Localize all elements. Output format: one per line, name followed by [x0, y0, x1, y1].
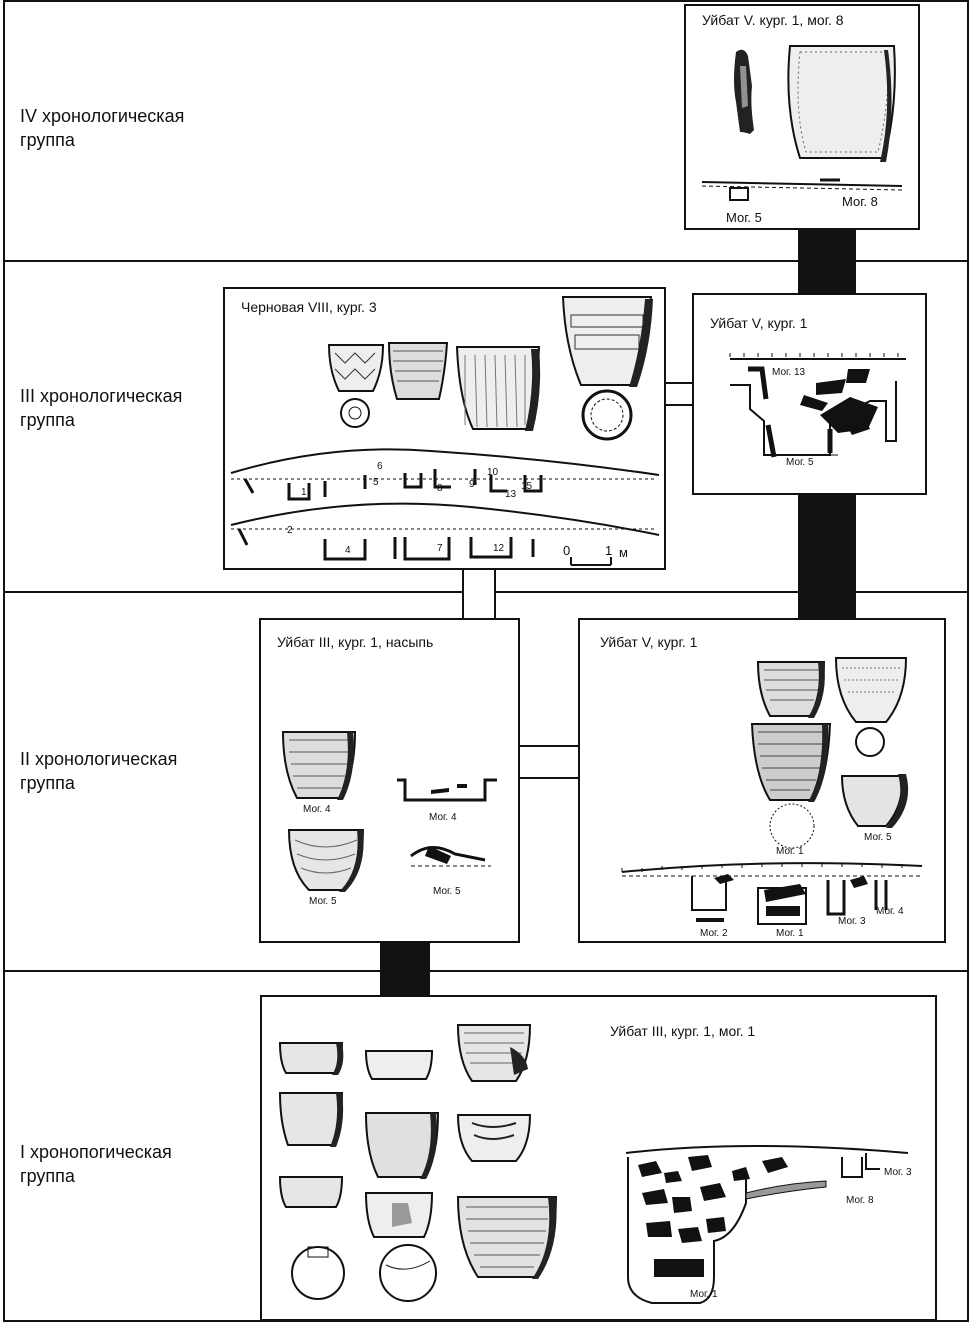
group-label-ii: II хронологическая группа: [20, 749, 178, 793]
grave-number-5: 5: [373, 477, 379, 488]
group-label-i: I хронопогическая группа: [20, 1142, 172, 1186]
caption-mog8: Мог. 8: [842, 194, 878, 209]
grave-number-13: 13: [505, 489, 517, 500]
panel-title: Уйбат V, кург. 1: [710, 315, 808, 331]
caption-mog4: Мог. 4: [876, 906, 904, 917]
panel-title: Уйбат III, кург. 1, насыпь: [277, 634, 434, 650]
caption-mog5-bowl: Мог. 5: [309, 896, 337, 907]
caption-mog5-section: Мог. 5: [433, 886, 461, 897]
caption-mog1-grave: Мог. 1: [776, 928, 804, 939]
panel-uybat5-k1-group-iii: Уйбат V, кург. 1 Мог. 13 Мог. 5: [692, 293, 927, 495]
panel-title: Черновая VIII, кург. 3: [241, 299, 377, 315]
connector-link-chernovaya-uybat5: [664, 382, 694, 406]
panel-uybat5-k1-group-ii: Уйбат V, кург. 1: [578, 618, 946, 943]
panel-title: Уйбат V. кург. 1, мог. 8: [702, 12, 844, 28]
panel-title: Уйбат V, кург. 1: [600, 634, 698, 650]
grave-number-4: 4: [345, 545, 351, 556]
panel-uybat3-k1-nasyp: Уйбат III, кург. 1, насыпь Мог. 4 Мог. 4…: [259, 618, 520, 943]
scale-one: 1: [605, 543, 613, 558]
caption-mog2: Мог. 2: [700, 928, 728, 939]
caption-mog3: Мог. 3: [884, 1167, 912, 1178]
caption-mog5: Мог. 5: [726, 210, 762, 225]
group-label-iii: III хронологическая группа: [20, 386, 183, 430]
caption-mog4-plan: Мог. 4: [429, 812, 457, 823]
panel-title: Уйбат III, кург. 1, мог. 1: [610, 1023, 756, 1039]
artifact-drawings: [701, 45, 903, 201]
artifact-drawings: [278, 1024, 909, 1304]
caption-mog5: Мог. 5: [786, 457, 814, 468]
grave-number-6: 6: [377, 461, 383, 472]
artifact-drawings: [729, 353, 906, 458]
grave-number-2: 2: [287, 525, 293, 536]
caption-mog4-vessel: Мог. 4: [303, 804, 331, 815]
caption-mog13: Мог. 13: [772, 367, 806, 378]
grave-number-10: 10: [487, 467, 499, 478]
connector-link-chernovaya-nasyp: [462, 568, 496, 620]
grave-number-7: 7: [437, 543, 443, 554]
grave-number-15: 15: [521, 481, 533, 492]
scale-zero: 0: [563, 543, 571, 558]
grave-number-8: 8: [437, 483, 443, 494]
grave-number-9: 9: [469, 479, 475, 490]
grave-number-12: 12: [493, 543, 505, 554]
panel-chernovaya-viii: Черновая VIII, кург. 3: [223, 287, 666, 570]
connector-bar-ii-i: [380, 942, 430, 996]
caption-mog5: Мог. 5: [864, 832, 892, 843]
panel-uybat5-k1-m8: Уйбат V. кург. 1, мог. 8 Мог. 5 Мог. 8: [684, 4, 920, 230]
connector-bar-iii-ii: [798, 494, 856, 620]
panel-uybat3-k1-m1: Уйбат III, кург. 1, мог. 1: [260, 995, 937, 1321]
artifact-drawings: [621, 657, 923, 925]
scale-unit: м: [619, 545, 628, 560]
caption-mog1-vessel: Мог. 1: [776, 846, 804, 857]
group-label-iv: IV хронологическая группа: [20, 106, 185, 150]
grave-number-1: 1: [301, 487, 307, 498]
artifact-drawings: [281, 731, 497, 892]
connector-link-nasyp-uybat5: [518, 745, 580, 779]
artifact-drawings: [230, 296, 660, 566]
connector-bar-iv-iii: [798, 228, 856, 294]
caption-mog8: Мог. 8: [846, 1195, 874, 1206]
caption-mog1: Мог. 1: [690, 1289, 718, 1300]
caption-mog3: Мог. 3: [838, 916, 866, 927]
